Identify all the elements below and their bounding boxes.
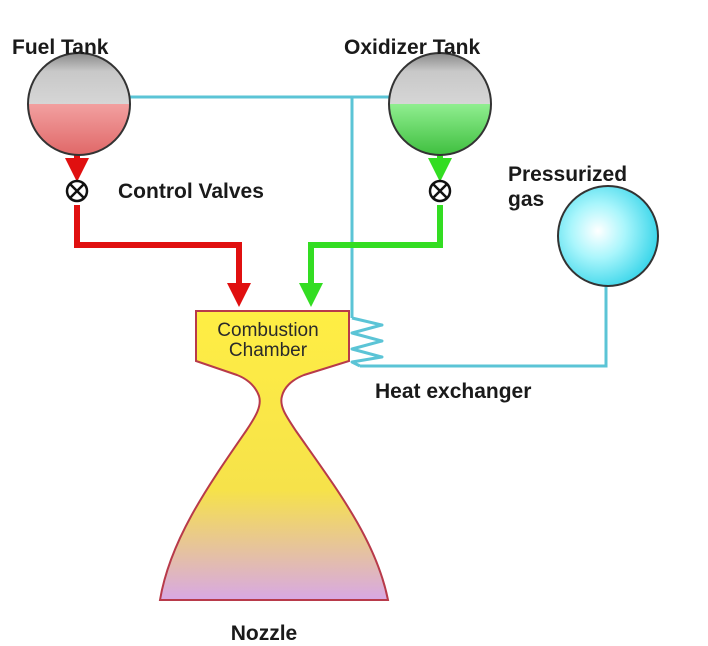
heat-exchanger-label: Heat exchanger xyxy=(375,380,531,403)
control-valves-label: Control Valves xyxy=(118,180,264,203)
combustion-chamber-label: Combustion xyxy=(217,320,318,341)
combustion-chamber-label-line2: Chamber xyxy=(229,340,308,361)
heat-exchanger-coil xyxy=(350,316,384,368)
oxidizer-tank-label: Oxidizer Tank xyxy=(344,36,480,59)
fuel-line xyxy=(65,148,251,307)
oxidizer-line xyxy=(299,148,452,307)
pressurized-gas-label-line2: gas xyxy=(508,188,544,211)
nozzle-label: Nozzle xyxy=(231,622,298,645)
engine-body xyxy=(158,310,390,601)
valve-icon xyxy=(65,179,89,203)
valve-icon xyxy=(428,179,452,203)
pressurized-gas-tank xyxy=(557,185,659,287)
fuel-tank xyxy=(27,52,131,156)
fuel-tank-label: Fuel Tank xyxy=(12,36,109,59)
pressurization-lines xyxy=(128,95,608,368)
oxidizer-tank xyxy=(388,52,492,156)
pressurized-gas-label: Pressurized xyxy=(508,163,627,186)
